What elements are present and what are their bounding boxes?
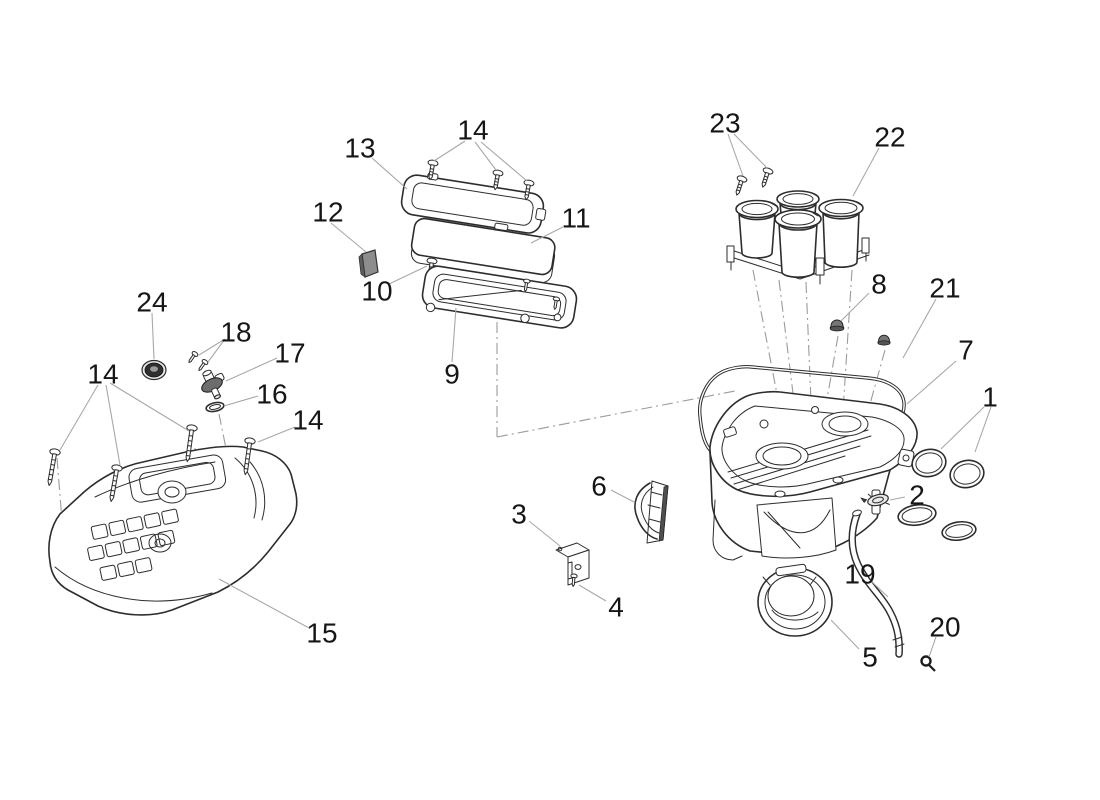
lid-assembly bbox=[358, 158, 578, 329]
filter-seat-frame-9 bbox=[421, 265, 578, 329]
callout-9: 9 bbox=[444, 359, 460, 390]
o-ring-1-a bbox=[911, 448, 947, 478]
trumpet-22-right bbox=[818, 198, 864, 268]
cap-nut-8-a bbox=[829, 319, 845, 332]
leader-lines bbox=[59, 133, 992, 658]
drain-hose-19 bbox=[848, 509, 905, 658]
airbox-cover-15 bbox=[48, 445, 298, 616]
callout-14-top: 14 bbox=[457, 115, 488, 146]
screw-18-a bbox=[185, 350, 200, 365]
callout-21: 21 bbox=[929, 273, 960, 304]
trumpet-22-left bbox=[735, 199, 779, 259]
callout-11: 11 bbox=[561, 203, 590, 234]
cap-nut-8-b bbox=[877, 334, 891, 346]
intake-duct-5 bbox=[757, 563, 833, 637]
callout-7: 7 bbox=[958, 335, 974, 366]
callout-20: 20 bbox=[929, 612, 960, 643]
trumpet-assembly bbox=[726, 166, 870, 285]
clip-6 bbox=[634, 480, 669, 544]
callout-5: 5 bbox=[862, 642, 878, 673]
callout-22: 22 bbox=[874, 122, 905, 153]
callout-10: 10 bbox=[361, 276, 392, 307]
callout-15: 15 bbox=[306, 618, 337, 649]
callout-14-left: 14 bbox=[87, 359, 118, 390]
callout-6: 6 bbox=[591, 471, 607, 502]
screw-23-b bbox=[757, 166, 775, 190]
callout-labels: 1 2 3 4 5 6 7 8 9 10 11 12 13 14 14 14 1… bbox=[87, 108, 997, 673]
screw-23-a bbox=[731, 174, 749, 198]
callout-12: 12 bbox=[312, 197, 343, 228]
sensor-17 bbox=[201, 369, 225, 400]
callout-14-right: 14 bbox=[292, 405, 323, 436]
callout-3: 3 bbox=[511, 499, 527, 530]
cover-assembly bbox=[43, 350, 298, 616]
callout-19: 19 bbox=[844, 559, 875, 590]
airbox-housing-7 bbox=[709, 390, 918, 561]
clamp-2 bbox=[860, 493, 890, 507]
o-ring-16 bbox=[205, 401, 225, 413]
callout-4: 4 bbox=[608, 592, 624, 623]
callout-13: 13 bbox=[344, 133, 375, 164]
air-filter-element-11 bbox=[410, 217, 556, 284]
o-ring-lower-b bbox=[941, 520, 977, 542]
o-ring-1-b bbox=[949, 459, 985, 489]
filter-cover-frame-13 bbox=[400, 172, 547, 234]
callout-23: 23 bbox=[709, 108, 740, 139]
o-ring-lower-a bbox=[897, 503, 937, 527]
airbox-assembly bbox=[698, 319, 985, 672]
callout-17: 17 bbox=[274, 338, 305, 369]
hose-clip-20 bbox=[920, 655, 936, 672]
small-parts bbox=[555, 480, 669, 588]
callout-18: 18 bbox=[220, 317, 251, 348]
grommet-24 bbox=[141, 359, 167, 381]
callout-1: 1 bbox=[982, 382, 998, 413]
callout-8: 8 bbox=[871, 269, 887, 300]
callout-2: 2 bbox=[909, 480, 925, 511]
trumpet-22-front bbox=[774, 209, 822, 278]
callout-24: 24 bbox=[136, 287, 167, 318]
callout-16: 16 bbox=[256, 379, 287, 410]
foam-block-12 bbox=[358, 249, 379, 278]
